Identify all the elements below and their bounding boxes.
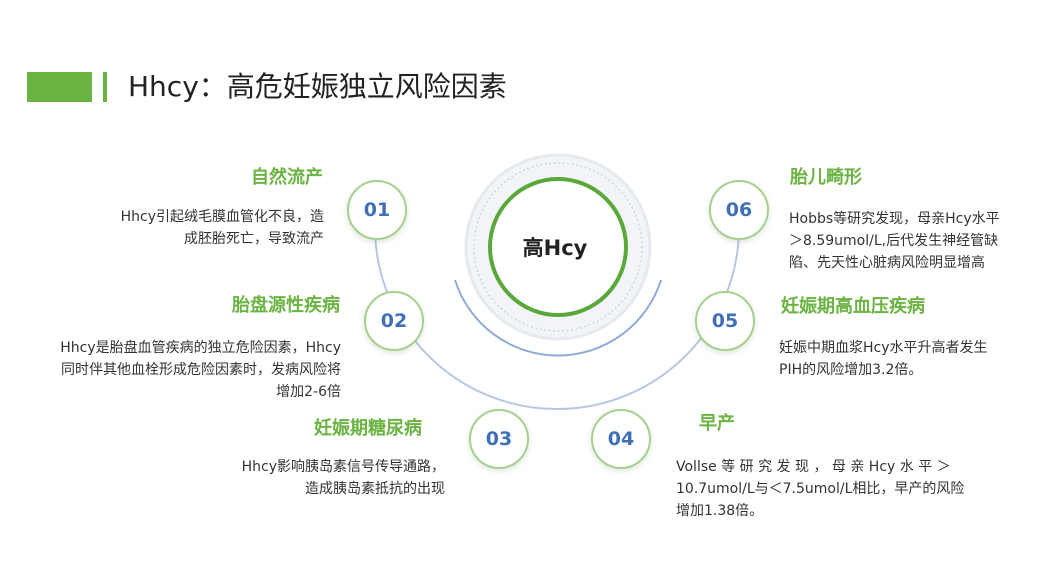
desc-04: Vollse 等 研 究 发 现 ， 母 亲 Hcy 水 平 ＞ 10.7umo… — [676, 456, 1021, 522]
desc-06-line: Hobbs等研究发现，母亲Hcy水平 — [789, 211, 1000, 227]
desc-04-line: 增加1.38倍。 — [676, 503, 764, 519]
inner-arc — [454, 279, 662, 357]
desc-02: Hhcy是胎盘血管疾病的独立危险因素，Hhcy 同时伴其他血栓形成危险因素时，发… — [10, 337, 341, 403]
desc-03-line: 造成胰岛素抵抗的出现 — [305, 481, 445, 497]
desc-06: Hobbs等研究发现，母亲Hcy水平 ＞8.59umol/L,后代发生神经管缺 … — [789, 208, 1044, 274]
desc-05-line: 妊娠中期血浆Hcy水平升高者发生 — [779, 340, 988, 356]
desc-04-line: Vollse 等 研 究 发 现 ， 母 亲 Hcy 水 平 ＞ — [676, 459, 951, 475]
desc-03: Hhcy影响胰岛素信号传导通路， 造成胰岛素抵抗的出现 — [100, 456, 445, 500]
desc-01: Hhcy引起绒毛膜血管化不良，造 成胚胎死亡，导致流产 — [40, 206, 324, 250]
node-03: 03 — [469, 409, 529, 469]
dotted-ring — [473, 162, 643, 332]
desc-06-line: ＞8.59umol/L,后代发生神经管缺 — [789, 233, 999, 249]
desc-02-line: 增加2-6倍 — [276, 384, 341, 400]
desc-02-line: 同时伴其他血栓形成危险因素时，发病风险将 — [61, 362, 341, 378]
center-label: 高Hcy — [522, 236, 588, 260]
heading-06: 胎儿畸形 — [790, 167, 862, 188]
heading-04: 早产 — [699, 413, 735, 434]
desc-06-line: 陷、先天性心脏病风险明显增高 — [789, 255, 985, 271]
node-05: 05 — [695, 291, 755, 351]
title-accent-bar — [27, 72, 92, 102]
heading-02: 胎盘源性疾病 — [232, 295, 340, 316]
desc-02-line: Hhcy是胎盘血管疾病的独立危险因素，Hhcy — [60, 340, 341, 356]
center-circle — [488, 177, 628, 317]
heading-01: 自然流产 — [251, 167, 323, 188]
node-06: 06 — [709, 180, 769, 240]
desc-04-line: 10.7umol/L与＜7.5umol/L相比，早产的风险 — [676, 481, 965, 497]
desc-01-line: 成胚胎死亡，导致流产 — [184, 231, 324, 247]
node-01: 01 — [347, 180, 407, 240]
center-halo-ring — [464, 153, 652, 341]
page-title: Hhcy：高危妊娠独立风险因素 — [128, 70, 507, 103]
desc-01-line: Hhcy引起绒毛膜血管化不良，造 — [120, 209, 324, 225]
heading-03: 妊娠期糖尿病 — [314, 418, 422, 439]
desc-05: 妊娠中期血浆Hcy水平升高者发生 PIH的风险增加3.2倍。 — [779, 337, 1044, 381]
heading-05: 妊娠期高血压疾病 — [781, 296, 925, 317]
title-accent-tick — [103, 72, 107, 102]
node-04: 04 — [591, 409, 651, 469]
node-02: 02 — [364, 291, 424, 351]
desc-03-line: Hhcy影响胰岛素信号传导通路， — [241, 459, 445, 475]
desc-05-line: PIH的风险增加3.2倍。 — [779, 362, 923, 378]
